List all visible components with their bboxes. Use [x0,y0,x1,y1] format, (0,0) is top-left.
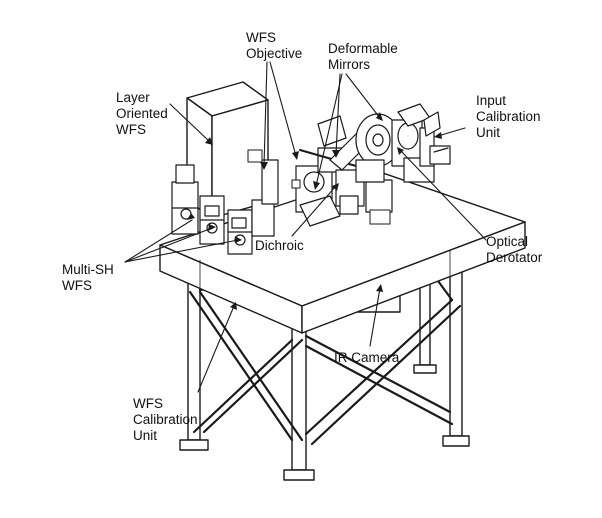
leader-ir-camera [369,287,381,347]
table-mounts [247,149,391,225]
label-layer-oriented-wfs-line1: Layer [116,90,150,105]
label-multi-sh-wfs-line1: Multi-SH [62,262,114,277]
label-input-calibration-unit-line2: Calibration [476,109,541,124]
leader-dichroic [291,185,337,237]
label-input-calibration-unit: Input Calibration Unit [476,93,541,141]
leader-multi-sh-2 [124,227,213,263]
leader-input-calibration [437,127,466,137]
optical-table [159,171,526,334]
input-calibration-unit [419,111,451,167]
label-wfs-calibration-unit-line2: Calibration [133,412,198,427]
label-dichroic-line1: Dichroic [255,238,304,253]
leader-wfs-objective [263,61,268,167]
label-multi-sh-wfs: Multi-SH WFS [62,262,114,294]
label-wfs-calibration-unit-line1: WFS [133,396,163,411]
label-wfs-objective-line1: WFS [246,30,276,45]
label-wfs-calibration-unit-line3: Unit [133,428,158,443]
leader-lines [124,61,487,393]
label-deformable-mirrors-line2: Mirrors [328,57,370,72]
label-optical-derotator-line2: Derotator [486,250,543,265]
label-ir-camera: IR Camera [334,350,399,366]
arrowheads [187,112,442,310]
label-wfs-objective: WFS Objective [246,30,302,62]
leader-multi-sh-3 [124,239,239,263]
leader-layer-oriented [169,103,211,143]
label-deformable-mirrors: Deformable Mirrors [328,41,398,73]
label-dichroic: Dichroic [255,238,304,254]
derotator-assembly [355,103,435,183]
label-input-calibration-unit-line1: Input [476,93,507,108]
label-wfs-objective-line2: Objective [246,46,303,61]
label-input-calibration-unit-line3: Unit [476,125,501,140]
label-deformable-mirrors-line1: Deformable [328,41,398,56]
label-optical-derotator-line1: Optical [486,234,529,249]
support-frame [179,249,470,481]
leader-multi-sh-1 [124,219,193,263]
leader-deformable-3 [315,73,343,187]
label-ir-camera-line1: IR Camera [334,350,400,365]
leader-optical-derotator [399,149,487,241]
leader-deformable-2 [345,73,381,119]
label-wfs-calibration-unit: WFS Calibration Unit [133,396,198,444]
label-layer-oriented-wfs-line2: Oriented [116,106,168,121]
multi-sh-wfs-cluster [171,159,279,255]
label-optical-derotator: Optical Derotator [486,234,542,266]
leader-wfs-objective-2 [269,61,297,157]
layer-oriented-wfs-box [186,81,269,246]
label-multi-sh-wfs-line2: WFS [62,278,92,293]
leader-wfs-calibration [197,305,235,393]
label-layer-oriented-wfs: Layer Oriented WFS [116,90,168,138]
label-layer-oriented-wfs-line3: WFS [116,122,146,137]
